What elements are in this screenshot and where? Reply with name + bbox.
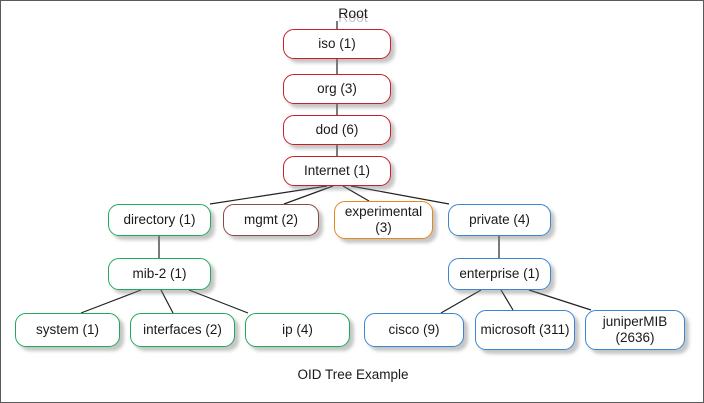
node-label: mgmt (2)	[244, 212, 298, 228]
node-mgmt[interactable]: mgmt (2)	[223, 204, 319, 236]
node-label: mib-2 (1)	[132, 266, 187, 282]
node-microsoft[interactable]: microsoft (311)	[475, 310, 575, 350]
node-label: iso (1)	[318, 36, 356, 52]
node-dod[interactable]: dod (6)	[283, 115, 391, 145]
node-system[interactable]: system (1)	[15, 313, 120, 347]
node-juniper[interactable]: juniperMIB (2636)	[585, 310, 685, 350]
edge-internet-to-experimental	[342, 185, 370, 202]
edge-mib2-to-ip	[188, 289, 249, 314]
node-enterprise[interactable]: enterprise (1)	[448, 258, 551, 290]
node-label: dod (6)	[315, 122, 359, 138]
edge-internet-to-directory	[209, 185, 328, 205]
node-label: ip (4)	[282, 322, 313, 338]
node-interfaces[interactable]: interfaces (2)	[130, 313, 235, 347]
node-private[interactable]: private (4)	[448, 204, 551, 236]
node-cisco[interactable]: cisco (9)	[364, 313, 464, 347]
diagram-caption: OID Tree Example	[297, 367, 409, 382]
node-label: juniperMIB (2636)	[602, 314, 668, 345]
node-label: enterprise (1)	[459, 266, 540, 282]
node-label: org (3)	[317, 81, 357, 97]
node-mib2[interactable]: mib-2 (1)	[108, 258, 211, 290]
node-label: interfaces (2)	[143, 322, 222, 338]
edge-mib2-to-system	[80, 289, 142, 314]
edge-internet-to-mgmt	[283, 185, 334, 205]
node-label: cisco (9)	[388, 322, 440, 338]
edge-enterprise-to-microsoft	[500, 289, 514, 311]
root-label: Root Root	[1, 5, 703, 25]
node-label: microsoft (311)	[480, 322, 570, 338]
node-internet[interactable]: Internet (1)	[283, 156, 391, 186]
node-org[interactable]: org (3)	[283, 74, 391, 104]
edge-enterprise-to-cisco	[440, 289, 482, 314]
node-label: Internet (1)	[303, 163, 371, 179]
node-experimental[interactable]: experimental (3)	[334, 201, 433, 239]
edge-enterprise-to-juniper	[528, 289, 592, 311]
node-ip[interactable]: ip (4)	[245, 313, 350, 347]
root-label-text: Root	[338, 5, 368, 21]
node-directory[interactable]: directory (1)	[108, 204, 211, 236]
node-label: private (4)	[469, 212, 530, 228]
node-label: directory (1)	[123, 212, 196, 228]
node-label: experimental (3)	[344, 204, 423, 235]
node-label: system (1)	[35, 322, 99, 338]
node-iso[interactable]: iso (1)	[283, 29, 391, 59]
edge-mib2-to-interfaces	[160, 289, 174, 314]
